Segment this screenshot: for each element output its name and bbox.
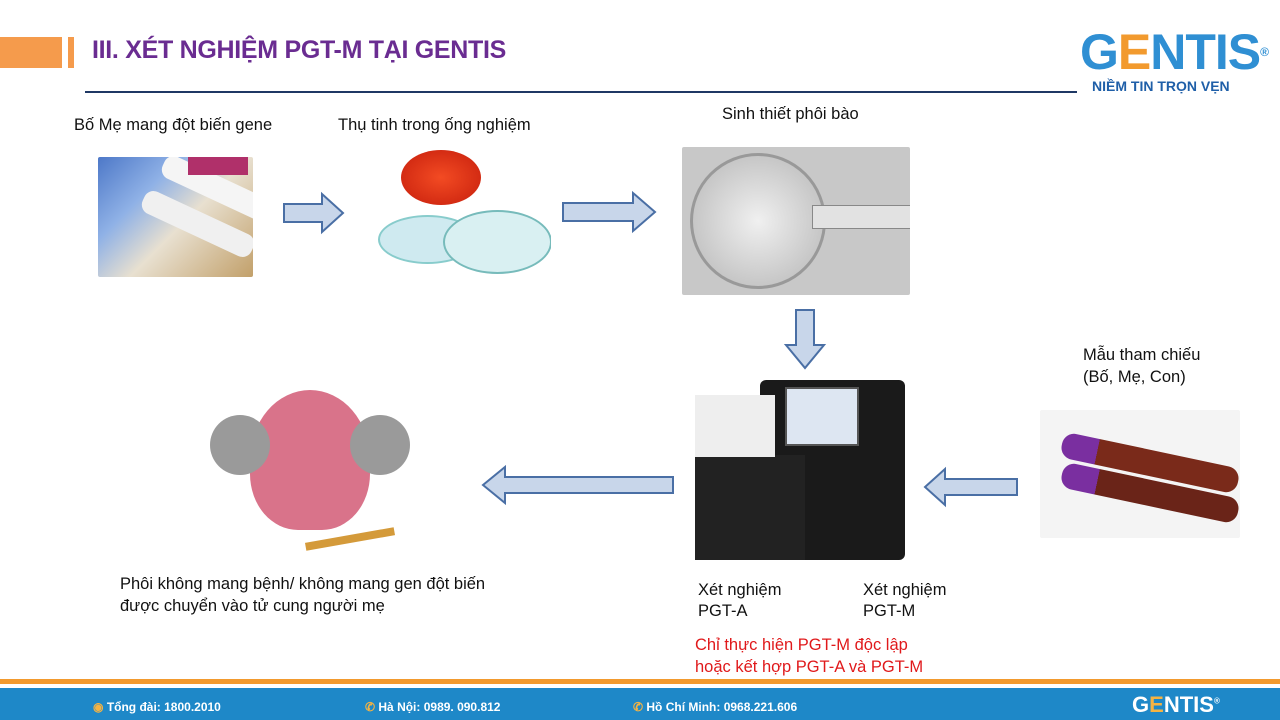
pgta-label-1: Xét nghiệm bbox=[698, 581, 782, 599]
transfer-label-2: được chuyển vào tử cung người mẹ bbox=[120, 597, 385, 615]
logo-tagline: NIỀM TIN TRỌN VẸN bbox=[1092, 78, 1230, 94]
step-ivf-label: Thụ tinh trong ống nghiệm bbox=[338, 116, 531, 134]
uterus-image bbox=[200, 375, 420, 560]
arrow-right-icon bbox=[283, 191, 345, 235]
transfer-label-1: Phôi không mang bệnh/ không mang gen đột… bbox=[120, 575, 486, 593]
page-title: III. XÉT NGHIỆM PGT-M TẠI GENTIS bbox=[92, 36, 507, 64]
footer-orange-line bbox=[0, 679, 1280, 684]
title-accent-bar-thin bbox=[68, 37, 74, 68]
reference-sample-tubes-image bbox=[1040, 410, 1240, 538]
footer-bar bbox=[0, 688, 1280, 720]
arrow-down-icon bbox=[783, 309, 827, 370]
pgtm-label-1: Xét nghiệm bbox=[863, 581, 947, 599]
blood-tubes-image bbox=[98, 157, 253, 277]
phone-icon: ✆ bbox=[365, 700, 379, 714]
pgtm-label-2: PGT-M bbox=[863, 602, 916, 620]
arrow-left-icon bbox=[481, 464, 674, 506]
headset-icon: ◉ bbox=[93, 700, 107, 714]
footer-hotline: ◉ Tổng đài: 1800.2010 bbox=[93, 700, 221, 714]
step-biopsy-label: Sinh thiết phôi bào bbox=[722, 105, 859, 123]
footer-hcm: ✆ Hồ Chí Minh: 0968.221.606 bbox=[633, 700, 797, 714]
step-parents-label: Bố Mẹ mang đột biến gene bbox=[74, 116, 273, 134]
footer-logo: GENTIS® bbox=[1132, 692, 1220, 717]
reference-label-1: Mẫu tham chiếu bbox=[1083, 346, 1201, 364]
title-accent-bar bbox=[0, 37, 62, 68]
reference-label-2: (Bố, Mẹ, Con) bbox=[1083, 368, 1186, 386]
phone-icon: ✆ bbox=[633, 700, 647, 714]
note-label-2: hoặc kết hợp PGT-A và PGT-M bbox=[695, 658, 924, 676]
embryo-biopsy-image bbox=[682, 147, 910, 295]
hanoi-text: Hà Nội: 0989. 090.812 bbox=[378, 700, 501, 714]
sequencer-image bbox=[695, 375, 910, 565]
logo-wordmark: GENTIS® bbox=[1080, 24, 1269, 80]
arrow-right-icon bbox=[562, 190, 657, 234]
arrow-left-icon bbox=[923, 466, 1018, 508]
footer-hanoi: ✆ Hà Nội: 0989. 090.812 bbox=[365, 700, 500, 714]
note-label-1: Chỉ thực hiện PGT-M độc lập bbox=[695, 636, 908, 654]
header-divider bbox=[85, 91, 1077, 93]
pgta-label-2: PGT-A bbox=[698, 602, 748, 620]
gentis-logo: GENTIS® NIỀM TIN TRỌN VẸN bbox=[1080, 26, 1280, 96]
hotline-text: Tổng đài: 1800.2010 bbox=[106, 700, 221, 714]
hcm-text: Hồ Chí Minh: 0968.221.606 bbox=[646, 700, 798, 714]
petri-dish-image bbox=[373, 140, 551, 280]
